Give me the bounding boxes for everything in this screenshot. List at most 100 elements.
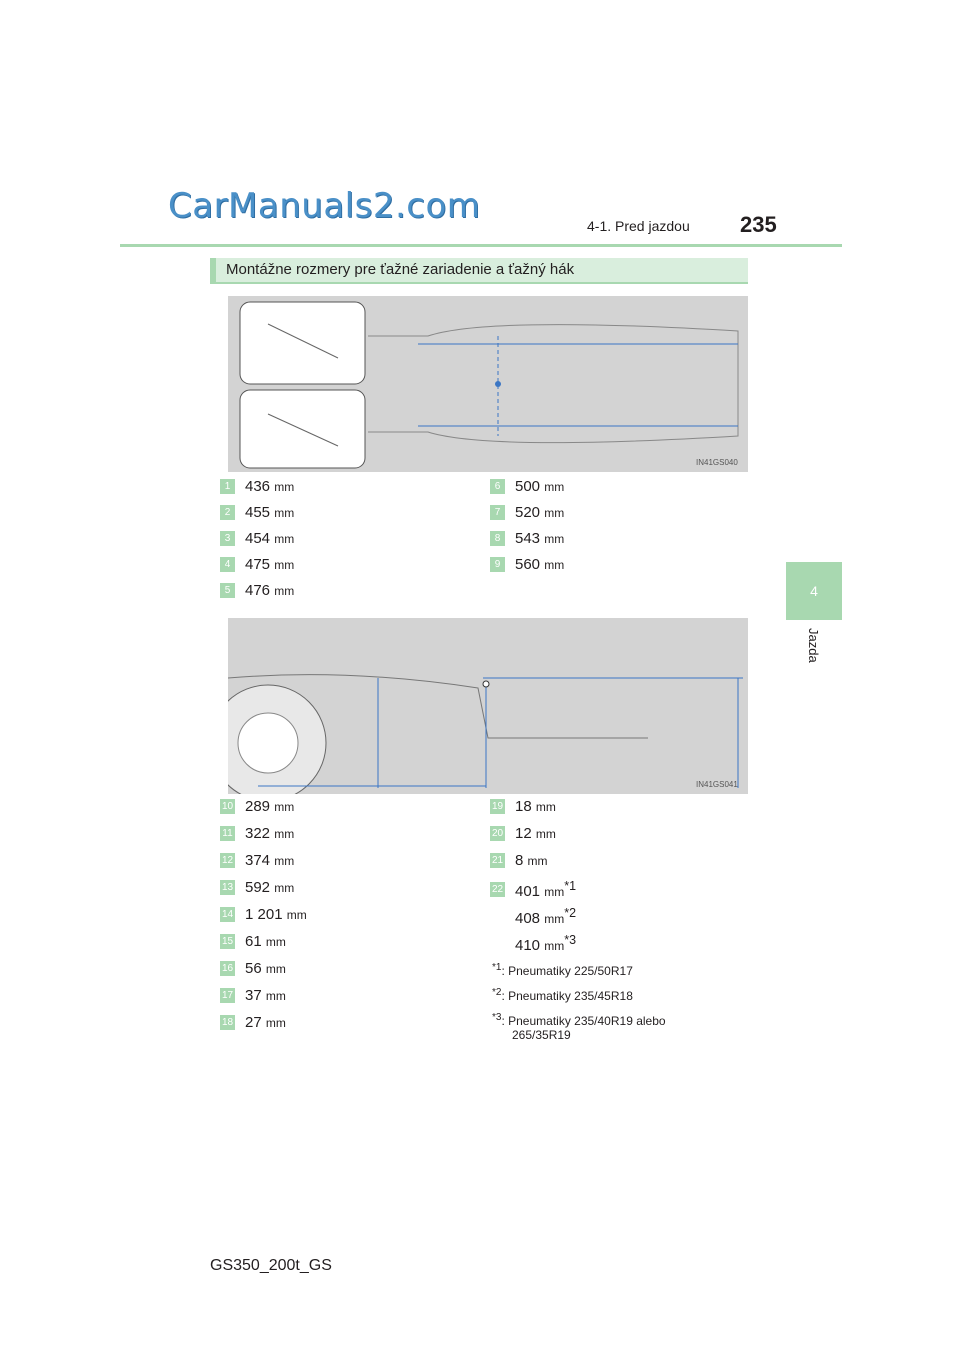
number-badge: 20	[490, 826, 505, 841]
footnote-mark: *1	[564, 879, 577, 893]
measurement-unit: mm	[274, 881, 295, 895]
measurement-unit: mm	[544, 885, 565, 899]
measurement-unit: mm	[265, 1016, 286, 1030]
measurement-row: 18 27 mm	[220, 1014, 286, 1031]
measurement-unit: mm	[535, 800, 556, 814]
number-badge: 19	[490, 799, 505, 814]
measurement-unit: mm	[274, 827, 295, 841]
footnote-mark: *2	[492, 987, 502, 998]
measurement-value: 410	[515, 937, 541, 954]
measurement-unit: mm	[544, 912, 565, 926]
measurement-unit: mm	[286, 908, 307, 922]
measurement-value: 455	[245, 504, 271, 521]
measurement-value: 18	[515, 798, 532, 815]
number-badge: 12	[220, 853, 235, 868]
measurement-row: 408 mm*2	[515, 906, 576, 927]
measurement-row: 2 455 mm	[220, 504, 294, 521]
number-badge: 13	[220, 880, 235, 895]
measurement-row: 22 401 mm*1	[490, 879, 576, 900]
measurement-row: 12 374 mm	[220, 852, 294, 869]
measurement-unit: mm	[544, 506, 565, 520]
measurement-value: 520	[515, 504, 541, 521]
measurement-value: 543	[515, 530, 541, 547]
measurement-unit: mm	[274, 558, 295, 572]
top-view-diagram	[239, 301, 739, 469]
footnote-continuation: 265/35R19	[512, 1028, 571, 1042]
footnote: *2: Pneumatiky 235/45R18	[492, 987, 633, 1003]
number-badge: 3	[220, 531, 235, 546]
side-view-diagram	[209, 674, 743, 802]
measurement-value: 408	[515, 910, 541, 927]
number-badge: 1	[220, 479, 235, 494]
number-badge: 9	[490, 557, 505, 572]
measurement-row: 9 560 mm	[490, 556, 564, 573]
measurement-unit: mm	[265, 962, 286, 976]
measurement-value: 12	[515, 825, 532, 842]
measurement-row: 15 61 mm	[220, 933, 286, 950]
measurement-unit: mm	[544, 480, 565, 494]
number-badge: 16	[220, 961, 235, 976]
measurement-value: 454	[245, 530, 271, 547]
number-badge: 22	[490, 882, 505, 897]
number-badge: 2	[220, 505, 235, 520]
measurement-row: 16 56 mm	[220, 960, 286, 977]
number-badge: 18	[220, 1015, 235, 1030]
measurement-row: 5 476 mm	[220, 582, 294, 599]
footnote-text: : Pneumatiky 225/50R17	[501, 964, 633, 978]
measurement-unit: mm	[274, 532, 295, 546]
figure-code: IN41GS040	[696, 458, 738, 467]
measurement-value: 61	[245, 933, 262, 950]
number-badge: 10	[220, 799, 235, 814]
measurement-row: 19 18 mm	[490, 798, 556, 815]
measurement-unit: mm	[544, 532, 565, 546]
footnote-text: : Pneumatiky 235/40R19 alebo	[501, 1014, 666, 1028]
measurement-value: 56	[245, 960, 262, 977]
watermark-logo: CarManuals2.com	[168, 186, 481, 226]
number-badge: 15	[220, 934, 235, 949]
measurement-value: 1 201	[245, 906, 283, 923]
page-number: 235	[740, 212, 777, 237]
measurement-value: 436	[245, 478, 271, 495]
measurement-unit: mm	[265, 989, 286, 1003]
footnote-text: : Pneumatiky 235/45R18	[501, 989, 633, 1003]
measurement-value: 401	[515, 883, 541, 900]
section-title: 4-1. Pred jazdou	[587, 218, 690, 234]
measurement-value: 374	[245, 852, 271, 869]
number-badge: 5	[220, 583, 235, 598]
measurement-unit: mm	[274, 854, 295, 868]
footnote: *1: Pneumatiky 225/50R17	[492, 962, 633, 978]
number-badge: 4	[220, 557, 235, 572]
number-badge: 7	[490, 505, 505, 520]
footnote: *3: Pneumatiky 235/40R19 alebo	[492, 1012, 666, 1028]
figure-top-view: IN41GS040	[228, 296, 748, 472]
measurement-row: 3 454 mm	[220, 530, 294, 547]
footnote-mark: *1	[492, 962, 502, 973]
chapter-number: 4	[810, 583, 818, 599]
header-divider	[120, 244, 842, 247]
document-code: GS350_200t_GS	[210, 1257, 332, 1274]
measurement-unit: mm	[265, 935, 286, 949]
footnote-mark: *3	[564, 933, 577, 947]
measurement-value: 476	[245, 582, 271, 599]
measurement-unit: mm	[274, 584, 295, 598]
chapter-tab: 4	[786, 562, 842, 620]
measurement-value: 37	[245, 987, 262, 1004]
measurement-value: 27	[245, 1014, 262, 1031]
measurement-unit: mm	[274, 506, 295, 520]
figure-code: IN41GS041	[696, 780, 738, 789]
measurement-unit: mm	[527, 854, 548, 868]
measurement-row: 4 475 mm	[220, 556, 294, 573]
measurement-value: 560	[515, 556, 541, 573]
measurement-unit: mm	[544, 558, 565, 572]
measurement-row: 410 mm*3	[515, 933, 576, 954]
footnote-mark: *3	[492, 1012, 502, 1023]
measurement-value: 475	[245, 556, 271, 573]
